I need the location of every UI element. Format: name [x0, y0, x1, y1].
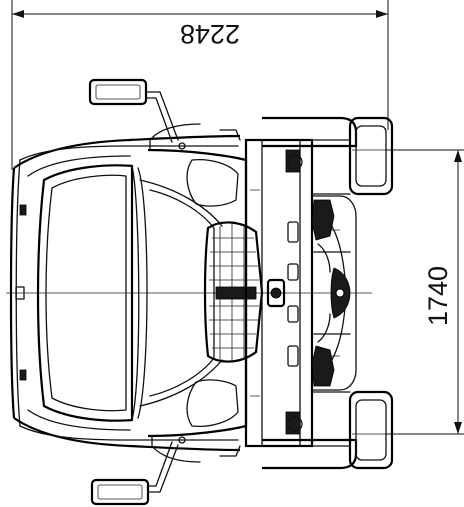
track-label: 1740	[423, 266, 453, 326]
track-dimension: 1740	[385, 149, 464, 435]
front-axle	[311, 195, 357, 391]
cab-body	[9, 134, 241, 452]
arrow-down-icon	[454, 422, 462, 434]
arrow-up-icon	[454, 150, 462, 162]
bumper	[244, 138, 314, 448]
grille-emblem	[215, 286, 257, 300]
width-dimension: 2248	[11, 0, 389, 170]
tire-bottom	[262, 390, 394, 470]
tire-top	[262, 116, 394, 196]
cab-steps	[149, 123, 241, 463]
mirror-bottom	[90, 436, 186, 506]
width-label: 2248	[180, 19, 240, 49]
arrow-right-icon	[376, 10, 388, 18]
mirror-top	[88, 78, 186, 150]
arrow-left-icon	[12, 10, 24, 18]
